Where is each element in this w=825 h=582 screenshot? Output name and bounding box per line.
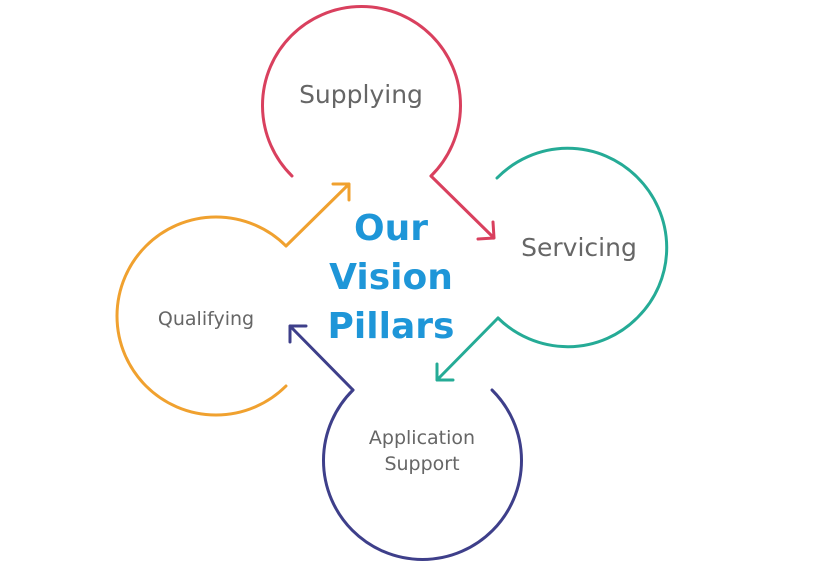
supplying-label: Supplying xyxy=(299,80,423,109)
application-support-ring xyxy=(322,388,523,561)
servicing-ring xyxy=(495,147,668,348)
qualifying-arrow-icon xyxy=(284,182,351,248)
center-title-line3: Pillars xyxy=(328,306,455,347)
pillar-supplying: Supplying xyxy=(261,5,496,241)
pillar-application-support: Application Support xyxy=(288,324,523,561)
servicing-label: Servicing xyxy=(521,233,637,262)
center-title-line2: Vision xyxy=(329,257,453,298)
center-title: Our Vision Pillars xyxy=(328,208,455,347)
pillar-qualifying: Qualifying xyxy=(115,182,351,417)
qualifying-ring xyxy=(115,215,288,417)
pillar-servicing: Servicing xyxy=(435,147,668,382)
center-title-line1: Our xyxy=(354,208,428,249)
qualifying-label: Qualifying xyxy=(158,308,254,330)
application-support-label-line1: Application xyxy=(369,427,475,449)
application-support-arrow-icon xyxy=(288,324,355,392)
servicing-arrow-icon xyxy=(435,316,500,382)
supplying-arrow-icon xyxy=(429,174,496,241)
application-support-label-line2: Support xyxy=(384,453,459,475)
supplying-ring xyxy=(261,5,462,178)
